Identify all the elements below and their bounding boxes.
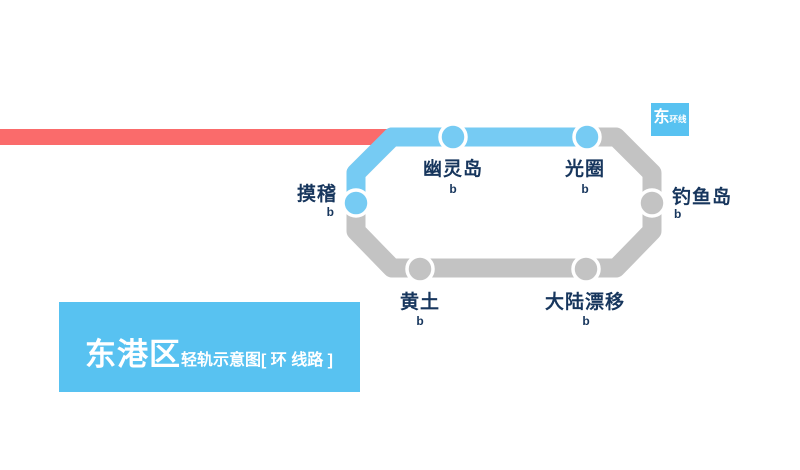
station-label-dalupiaoyi: 大陆漂移 — [544, 292, 626, 313]
station-label-huangtu: 黄土 — [399, 292, 441, 313]
station-dot-diaoyudao — [637, 188, 667, 218]
map-title-box: 东港区 轻轨示意图[ 环 线路 ] — [59, 302, 360, 392]
station-label-youlingdao: 幽灵岛 — [422, 159, 484, 180]
station-dot-moji — [341, 188, 371, 218]
station-dot-guangquan — [572, 122, 602, 152]
station-sub-huangtu: b — [416, 314, 424, 328]
station-sub-dalupiaoyi: b — [582, 314, 590, 328]
station-label-guangquan: 光圈 — [564, 159, 606, 180]
feeder-line-red — [0, 129, 390, 145]
map-title-subtitle: 轻轨示意图[ 环 线路 ] — [181, 352, 333, 369]
station-dot-youlingdao — [438, 122, 468, 152]
station-label-moji: 摸稽 — [296, 184, 337, 205]
line-badge: 东环线 — [651, 103, 689, 136]
station-dot-huangtu — [405, 254, 435, 284]
station-sub-youlingdao: b — [449, 182, 457, 196]
station-sub-moji: b — [326, 205, 334, 219]
station-sub-guangquan: b — [581, 182, 589, 196]
station-dot-dalupiaoyi — [571, 254, 601, 284]
station-sub-diaoyudao: b — [674, 207, 682, 221]
station-label-diaoyudao: 钓鱼岛 — [672, 187, 733, 208]
loop-line-gray — [346, 127, 662, 278]
map-title: 东港区 轻轨示意图[ 环 线路 ] — [85, 339, 333, 370]
map-title-district: 东港区 — [85, 337, 181, 372]
line-badge-prefix: 东 — [653, 109, 670, 126]
line-badge-suffix: 环线 — [669, 114, 687, 124]
